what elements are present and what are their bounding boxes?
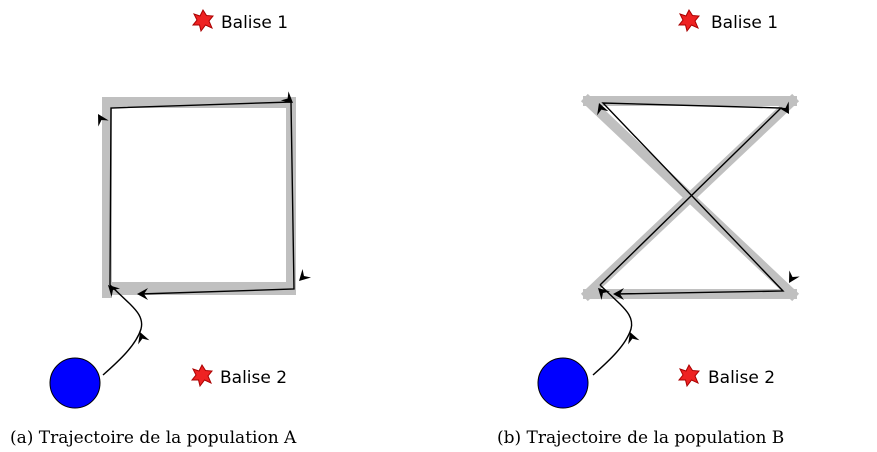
beacon-2-b: Balise 2 [678,364,775,388]
square-path-highlight [102,97,296,298]
beacon-1-a: Balise 1 [192,9,288,33]
beacon-star-icon [191,364,213,387]
arrowhead-icon [134,329,150,345]
robot-icon [537,357,589,409]
beacon-1-label: Balise 1 [221,13,288,33]
beacon-star-icon [678,364,700,387]
beacon-1-label: Balise 1 [711,13,778,33]
arrowhead-icon [294,268,312,286]
beacon-star-icon [678,9,700,32]
caption-b: (b) Trajectoire de la population B [497,428,784,448]
beacon-1-b: Balise 1 [678,9,778,33]
arrowhead-icon [624,329,640,345]
trajectory-a [102,101,295,376]
trajectory-b [592,102,785,376]
beacon-2-label: Balise 2 [708,368,775,388]
beacon-2-label: Balise 2 [220,368,287,388]
arrowheads-a [92,91,312,345]
beacon-star-icon [192,9,214,32]
panel-b: Balise 1 Balise 2 [497,9,800,448]
caption-a: (a) Trajectoire de la population A [10,428,297,448]
beacon-2-a: Balise 2 [191,364,287,388]
panel-a: Balise 1 Balise 2 [10,9,312,448]
robot-icon [49,357,101,409]
